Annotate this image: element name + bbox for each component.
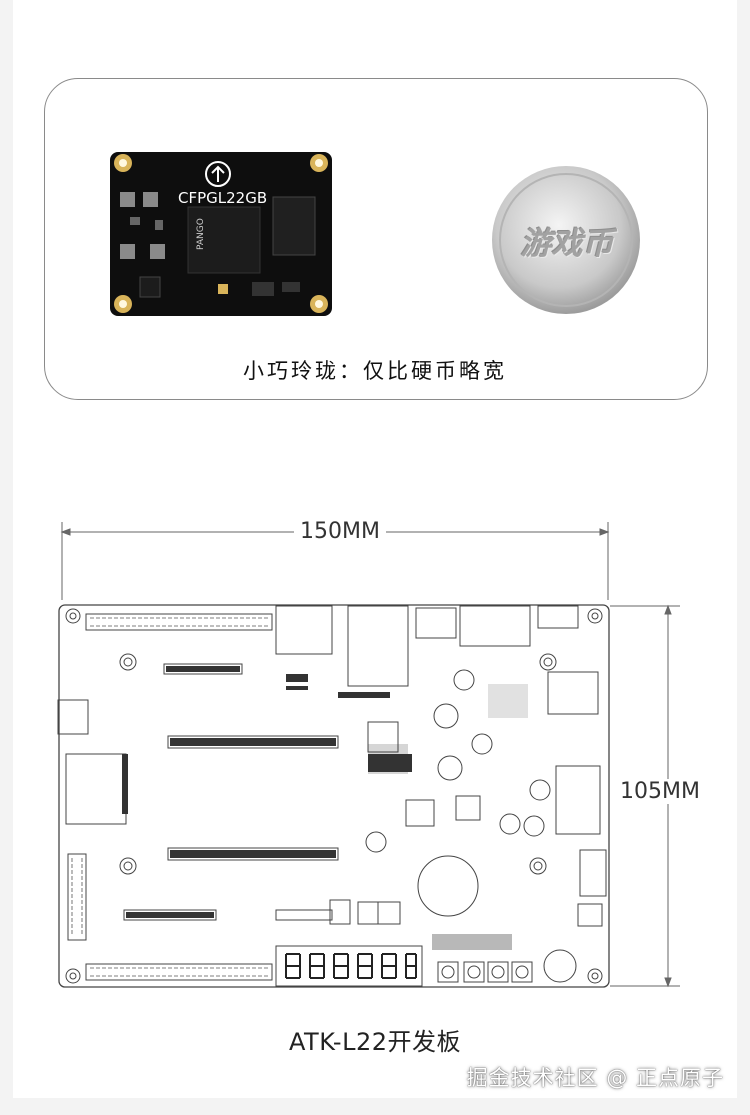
coin-text: 游戏币 — [520, 226, 614, 262]
coin-image — [492, 166, 640, 314]
board-drawing — [57, 604, 610, 988]
module-label: CFPGL22GB — [178, 189, 268, 207]
module-caption: 小巧玲珑：仅比硬币略宽 — [243, 359, 507, 383]
board-caption: ATK-L22开发板 — [288, 1028, 461, 1056]
width-dimension-label: 150MM — [294, 519, 386, 544]
fpga-module-image — [110, 152, 332, 316]
height-dimension-label: 105MM — [614, 779, 706, 804]
watermark: 掘金技术社区 @ 正点原子 — [466, 1066, 724, 1090]
